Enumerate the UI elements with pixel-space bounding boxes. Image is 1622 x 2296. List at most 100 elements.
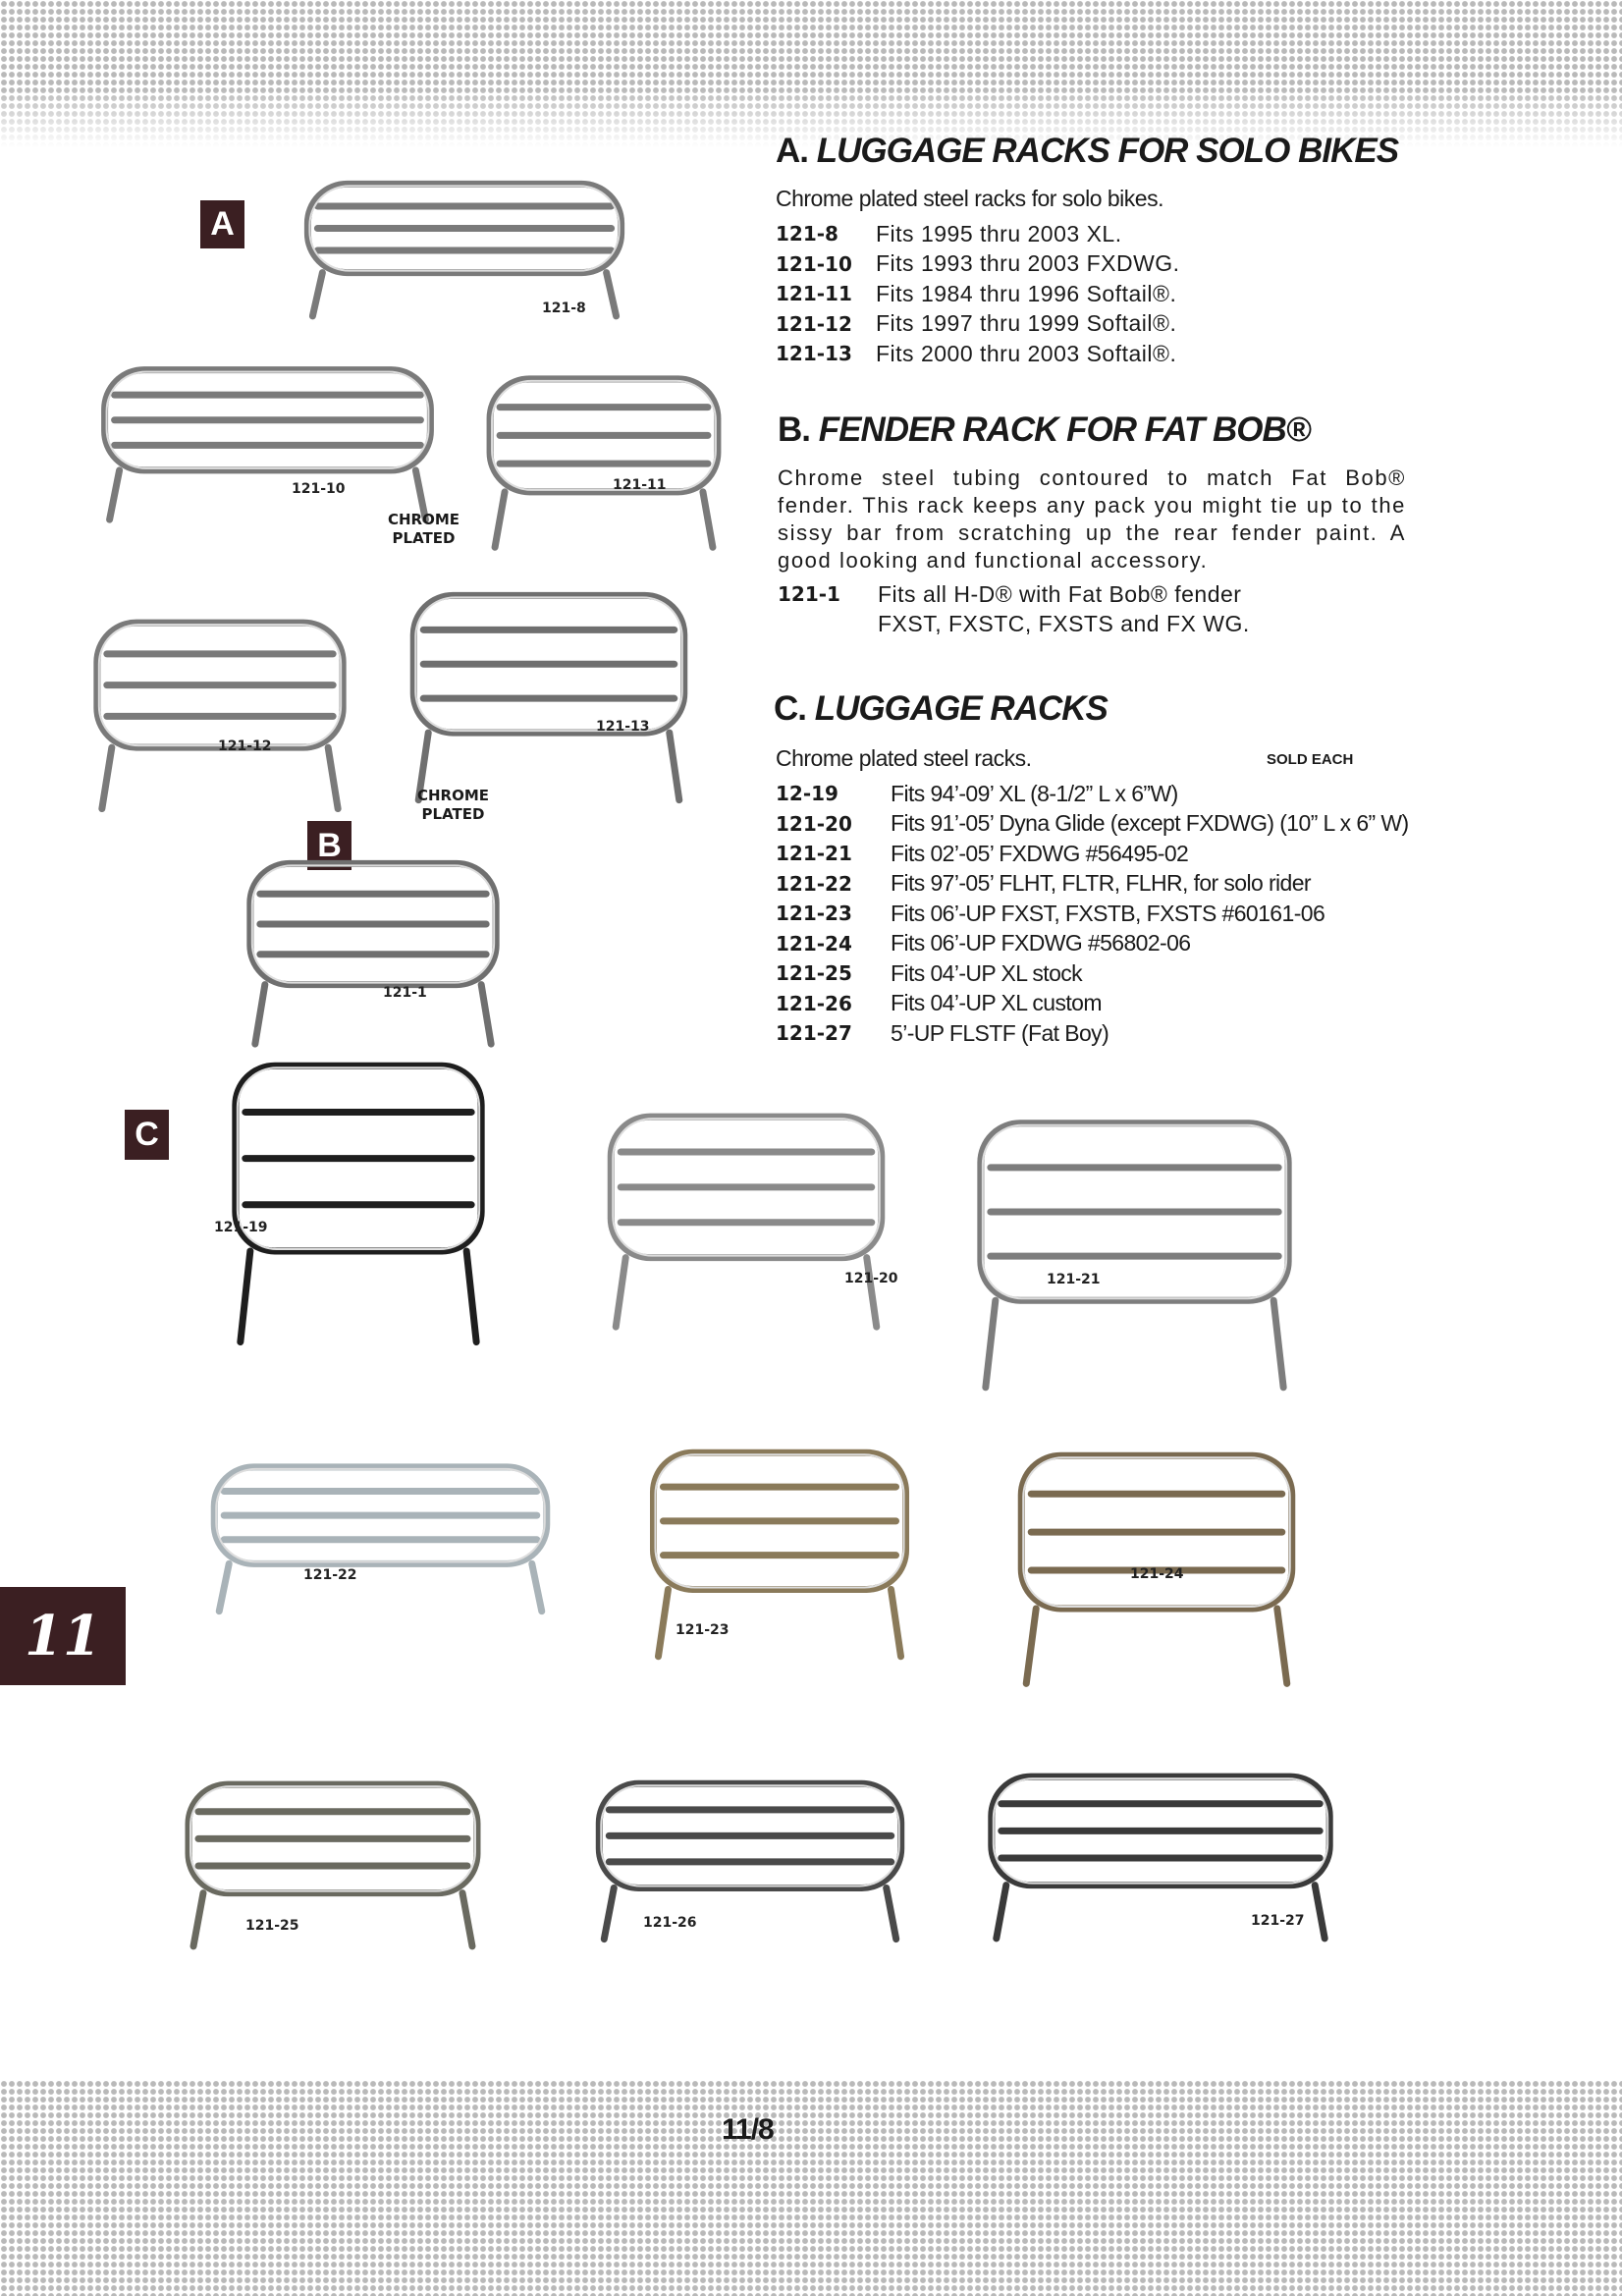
chrome-plated-line1: CHROME bbox=[388, 511, 460, 528]
luggage-rack-photo bbox=[183, 1449, 578, 1625]
section-a-intro: Chrome plated steel racks for solo bikes… bbox=[776, 186, 1163, 211]
rack-drawing bbox=[303, 180, 625, 320]
part-description: Fits 1995 thru 2003 XL. bbox=[876, 220, 1122, 246]
photo-label: 121-11 bbox=[613, 477, 667, 493]
list-item: 121-26 Fits 04’-UP XL custom bbox=[776, 989, 1409, 1019]
photo-label: 121-8 bbox=[542, 301, 586, 316]
rack-drawing bbox=[1017, 1451, 1296, 1687]
list-item: 121-8 Fits 1995 thru 2003 XL. bbox=[776, 219, 1180, 249]
photo-label: 121-1 bbox=[383, 985, 427, 1001]
list-item: 121-12 Fits 1997 thru 1999 Softail®. bbox=[776, 309, 1180, 340]
page-number: 11/8 bbox=[722, 2113, 775, 2146]
part-description: Fits all H-D® with Fat Bob® fender bbox=[878, 580, 1242, 607]
list-item: 121-11 Fits 1984 thru 1996 Softail®. bbox=[776, 279, 1180, 309]
luggage-rack-photo bbox=[212, 1032, 505, 1369]
rack-drawing bbox=[246, 859, 500, 1048]
luggage-rack-photo bbox=[74, 352, 461, 534]
list-item: 121-20 Fits 91’-05’ Dyna Glide (except FX… bbox=[776, 809, 1409, 840]
part-description: Fits 06’-UP FXDWG #56802-06 bbox=[891, 930, 1191, 957]
part-description: Fits 1997 thru 1999 Softail®. bbox=[876, 310, 1177, 337]
sold-each-note: SOLD EACH bbox=[1267, 751, 1354, 768]
section-a-title: LUGGAGE RACKS FOR SOLO BIKES bbox=[816, 132, 1399, 170]
luggage-rack-photo bbox=[388, 571, 710, 820]
luggage-rack-photo bbox=[629, 1428, 930, 1676]
part-number: 12-19 bbox=[776, 782, 838, 806]
luggage-rack-photo bbox=[227, 842, 519, 1062]
photo-label: 121-24 bbox=[1130, 1566, 1184, 1582]
photo-label: 121-19 bbox=[214, 1220, 268, 1235]
part-number: 121-23 bbox=[776, 902, 852, 926]
photo-label: 121-20 bbox=[844, 1271, 898, 1286]
section-c-heading: C. LUGGAGE RACKS bbox=[774, 689, 1108, 729]
luggage-rack-photo bbox=[468, 358, 739, 564]
photo-label: 121-23 bbox=[676, 1622, 730, 1638]
chrome-plated-line2: PLATED bbox=[392, 529, 456, 547]
chrome-plated-line2: PLATED bbox=[421, 805, 485, 823]
part-description: Fits 06’-UP FXST, FXSTB, FXSTS #60161-06 bbox=[891, 900, 1325, 926]
rack-drawing bbox=[210, 1463, 551, 1615]
section-c-letter: C. bbox=[774, 689, 807, 728]
list-item-continuation: FXST, FXSTC, FXSTS and FX WG. bbox=[778, 610, 1250, 640]
part-description: Fits 91’-05’ Dyna Glide (except FXDWG) (… bbox=[891, 810, 1409, 837]
photo-label: 121-26 bbox=[643, 1915, 697, 1931]
bottom-dot-pattern bbox=[0, 2080, 1622, 2296]
photo-label: 121-12 bbox=[218, 738, 272, 754]
section-c-badge: C bbox=[125, 1110, 169, 1160]
luggage-rack-photo bbox=[278, 168, 651, 329]
part-description: Fits 04’-UP XL custom bbox=[891, 990, 1103, 1016]
section-c-title: LUGGAGE RACKS bbox=[814, 689, 1108, 728]
part-number: 121-12 bbox=[776, 311, 852, 336]
part-number: 121-27 bbox=[776, 1021, 852, 1046]
photo-label: 121-13 bbox=[596, 719, 650, 735]
photo-label: 121-25 bbox=[245, 1918, 299, 1934]
rack-drawing bbox=[977, 1120, 1292, 1392]
rack-drawing bbox=[409, 591, 688, 804]
section-c-list: 12-19 Fits 94’-09’ XL (8-1/2” L x 6”W) 12… bbox=[776, 779, 1409, 1049]
section-a-heading: A. LUGGAGE RACKS FOR SOLO BIKES bbox=[776, 132, 1399, 171]
rack-drawing bbox=[101, 366, 434, 523]
section-a-letter: A. bbox=[776, 132, 809, 170]
rack-drawing bbox=[988, 1773, 1333, 1942]
chrome-plated-line1: CHROME bbox=[417, 787, 490, 804]
rack-drawing bbox=[595, 1779, 905, 1943]
part-description-line2: FXST, FXSTC, FXSTS and FX WG. bbox=[878, 611, 1250, 637]
part-number: 121-20 bbox=[776, 811, 852, 836]
part-description: Fits 97’-05’ FLHT, FLTR, FLHR, for solo … bbox=[891, 870, 1312, 897]
part-description: Fits 02’-05’ FXDWG #56495-02 bbox=[891, 840, 1189, 866]
list-item: 121-23 Fits 06’-UP FXST, FXSTB, FXSTS #60… bbox=[776, 899, 1409, 929]
luggage-rack-photo bbox=[74, 600, 366, 827]
section-b-description: Chrome steel tubing contoured to match F… bbox=[778, 465, 1406, 573]
photo-label: 121-10 bbox=[292, 481, 346, 497]
section-tab: 11 bbox=[0, 1587, 126, 1685]
part-number: 121-26 bbox=[776, 991, 852, 1015]
part-number: 121-11 bbox=[776, 282, 852, 306]
luggage-rack-photo bbox=[161, 1765, 505, 1962]
rack-drawing bbox=[649, 1449, 910, 1661]
part-number: 121-13 bbox=[776, 342, 852, 366]
part-description: Fits 1984 thru 1996 Softail®. bbox=[876, 280, 1177, 306]
photo-label: 121-22 bbox=[303, 1567, 357, 1583]
part-number: 121-24 bbox=[776, 931, 852, 956]
luggage-rack-photo bbox=[996, 1428, 1318, 1706]
part-number: 121-8 bbox=[776, 222, 838, 246]
list-item: 121-21 Fits 02’-05’ FXDWG #56495-02 bbox=[776, 839, 1409, 869]
rack-drawing bbox=[93, 619, 347, 813]
part-number: 121-21 bbox=[776, 842, 852, 866]
part-description: Fits 94’-09’ XL (8-1/2” L x 6”W) bbox=[891, 780, 1178, 806]
top-dot-pattern bbox=[0, 0, 1622, 147]
section-b-heading: B. FENDER RACK FOR FAT BOB® bbox=[778, 410, 1312, 450]
rack-drawing bbox=[486, 375, 722, 551]
section-b-letter: B. bbox=[778, 410, 811, 449]
list-item: 121-24 Fits 06’-UP FXDWG #56802-06 bbox=[776, 929, 1409, 959]
luggage-rack-photo bbox=[951, 1091, 1318, 1413]
rack-drawing bbox=[607, 1113, 886, 1331]
